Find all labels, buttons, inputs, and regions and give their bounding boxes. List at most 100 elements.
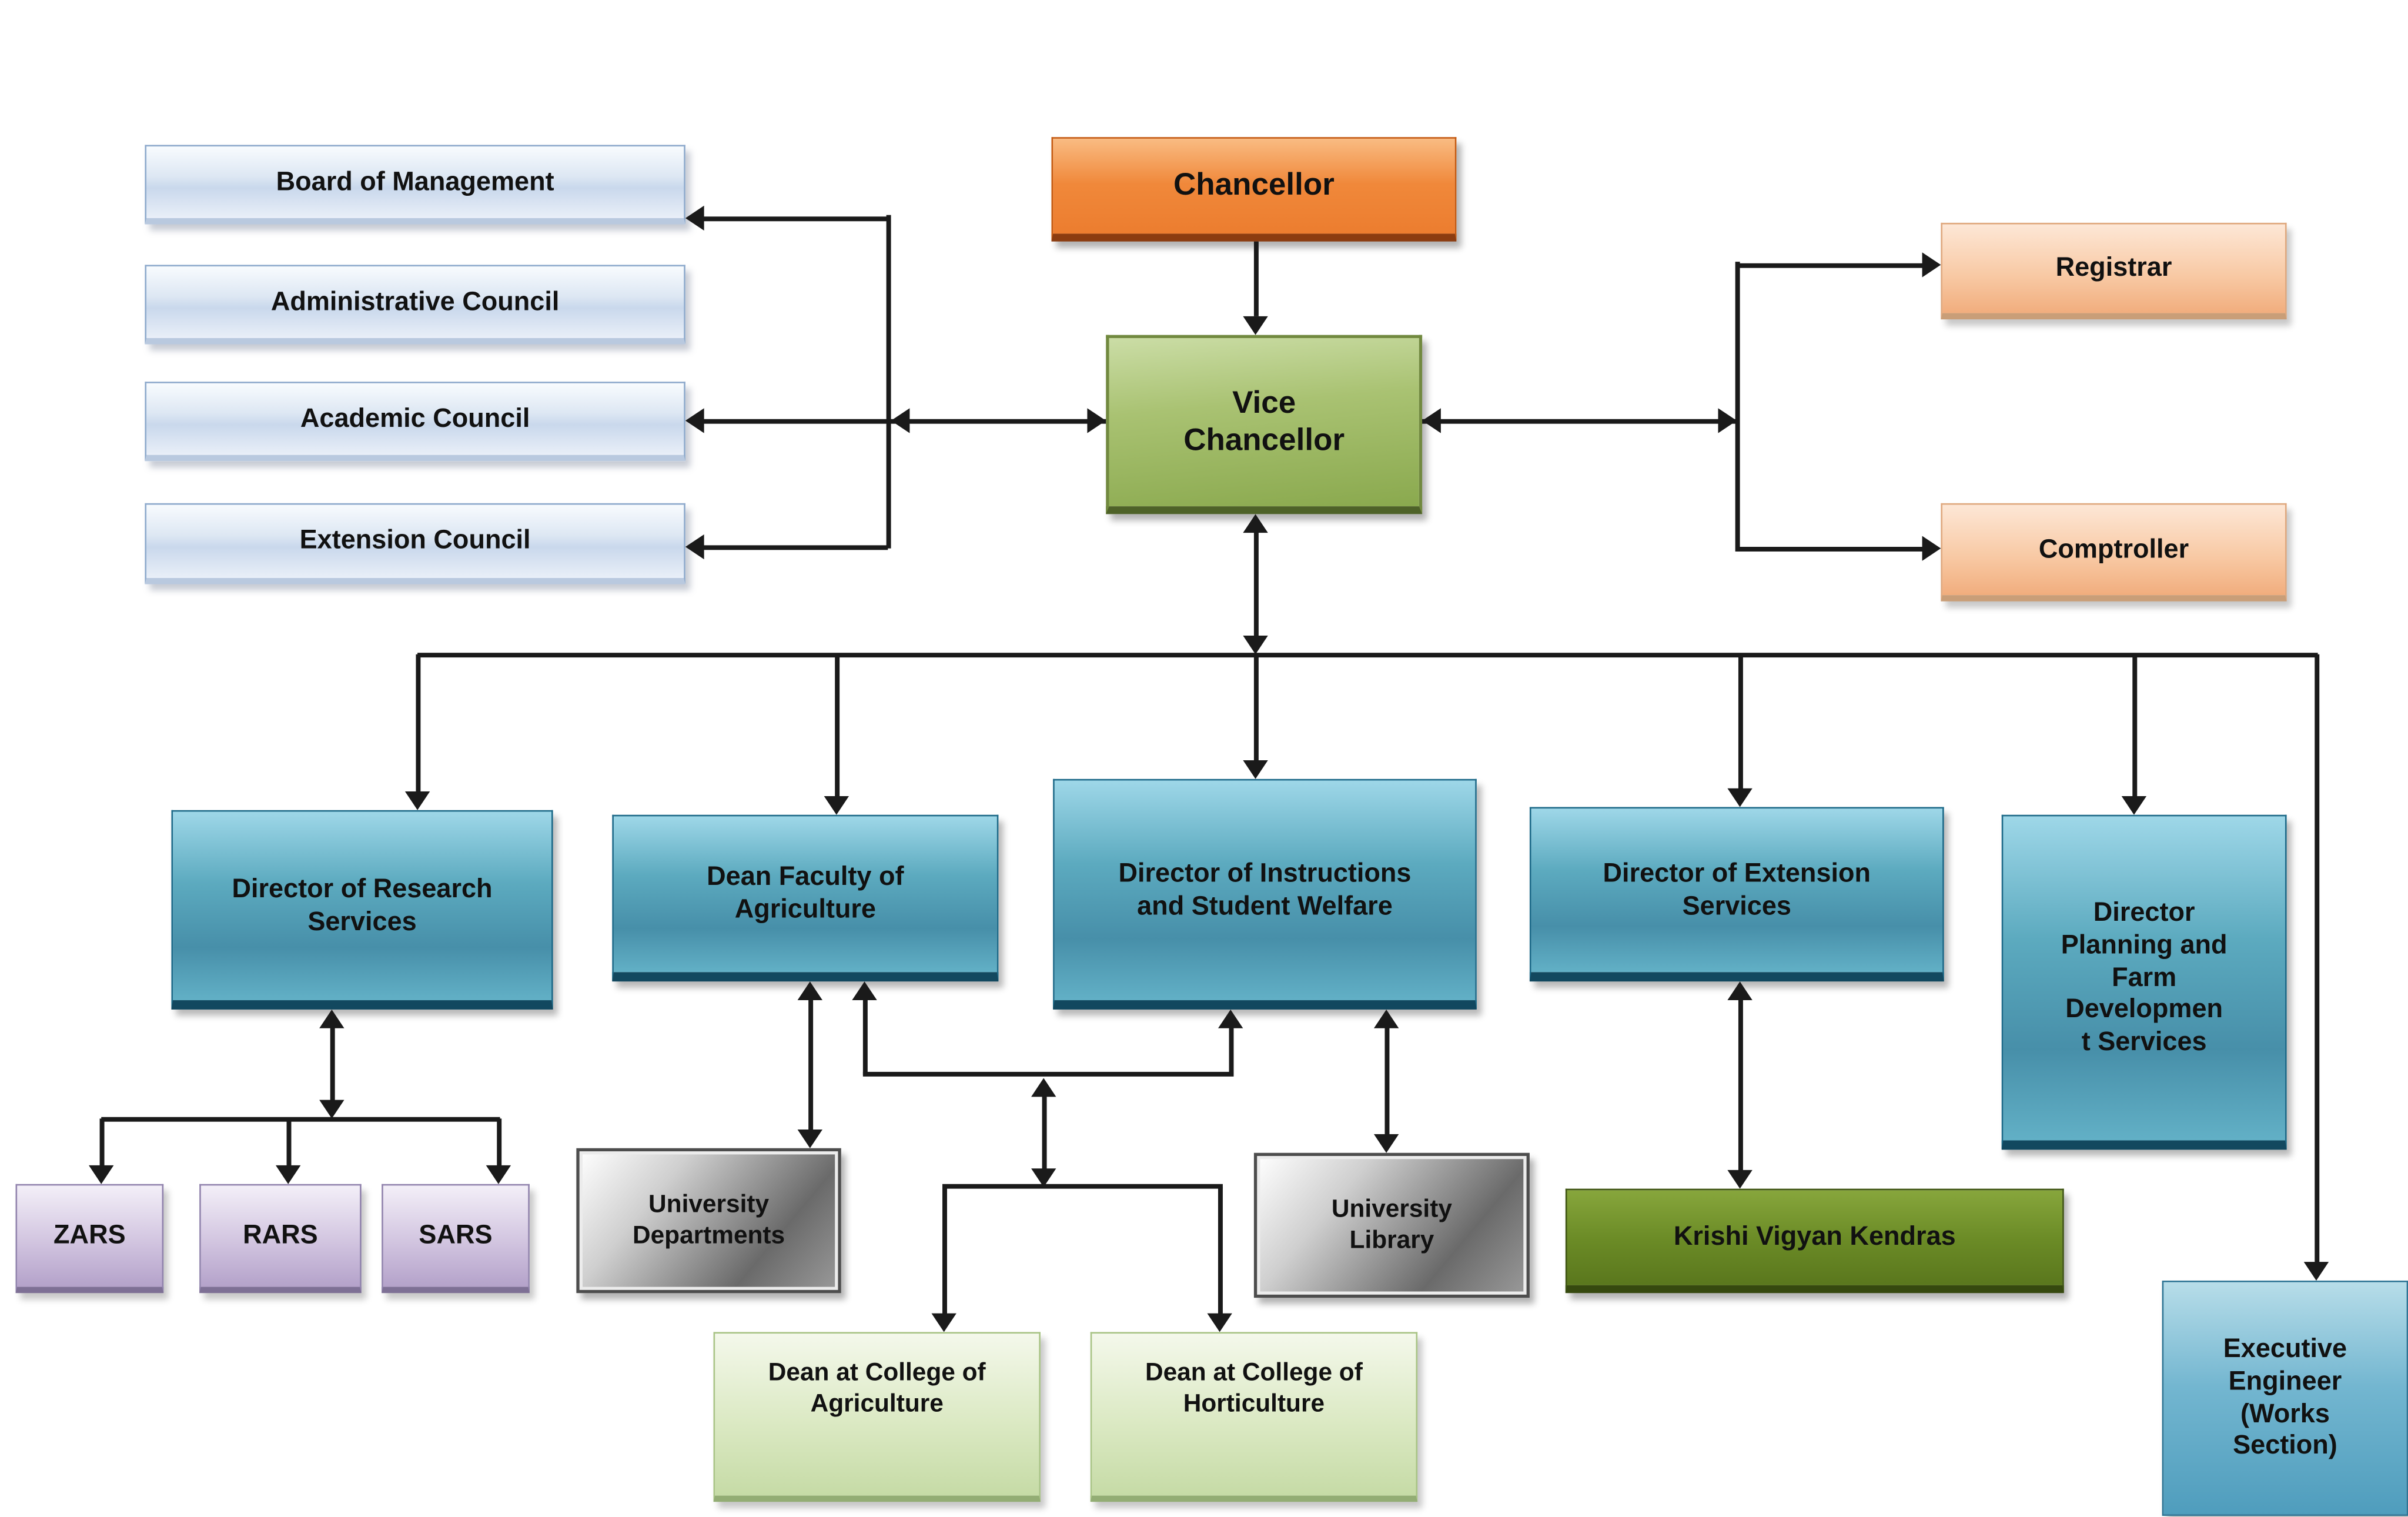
node-label: Dean at College of Agriculture [768, 1360, 986, 1417]
node-board-of-management: Board of Management [145, 145, 685, 225]
node-label: Board of Management [276, 166, 554, 196]
connector-line [942, 1187, 947, 1316]
arrowhead-down-icon [797, 1129, 822, 1148]
node-label: Vice Chancellor [1183, 386, 1345, 458]
node-dean-college-horticulture: Dean at College of Horticulture [1090, 1332, 1418, 1502]
connector-line [101, 1117, 500, 1122]
node-label: Chancellor [1173, 168, 1335, 203]
arrowhead-down-icon [275, 1165, 301, 1184]
connector-line [862, 1071, 1234, 1077]
node-director-instructions-student-welfare: Director of Instructions and Student Wel… [1053, 778, 1477, 1010]
node-label: Director of Extension Services [1603, 858, 1871, 920]
arrowhead-down-icon [1243, 316, 1268, 335]
connector-line [99, 1118, 105, 1169]
arrowhead-left-icon [685, 205, 704, 231]
connector-line [1253, 529, 1259, 639]
node-rars: RARS [199, 1184, 362, 1294]
arrowhead-up-icon [1243, 514, 1268, 533]
arrowhead-down-icon [824, 796, 850, 815]
connector-line [835, 654, 840, 800]
node-label: Director Planning and Farm Developmen t … [2061, 897, 2228, 1057]
arrowhead-up-icon [852, 981, 877, 1001]
node-label: Comptroller [2038, 533, 2189, 564]
connector-line [1422, 419, 1737, 424]
arrowhead-up-icon [1031, 1078, 1056, 1097]
node-label: University Library [1331, 1196, 1452, 1254]
arrowhead-down-icon [1207, 1313, 1232, 1332]
arrowhead-down-icon [404, 791, 430, 810]
arrowhead-left-icon [685, 408, 704, 433]
connector-line [701, 545, 888, 550]
node-director-planning-farm-development: Director Planning and Farm Developmen t … [2001, 814, 2287, 1150]
arrowhead-down-icon [2121, 796, 2147, 815]
node-director-extension-services: Director of Extension Services [1529, 807, 1944, 982]
connector-line [2132, 654, 2138, 800]
connector-line [1384, 1025, 1390, 1138]
arrowhead-down-icon [2303, 1262, 2329, 1281]
arrowhead-up-icon [1218, 1009, 1243, 1028]
connector-line [1737, 263, 1924, 268]
node-dean-college-agriculture: Dean at College of Agriculture [713, 1332, 1041, 1502]
node-label: Administrative Council [270, 286, 560, 316]
arrowhead-right-icon [1718, 408, 1737, 433]
node-extension-council: Extension Council [145, 503, 685, 584]
node-label: University Departments [632, 1191, 785, 1249]
node-label: RARS [243, 1219, 318, 1250]
node-comptroller: Comptroller [1941, 503, 2287, 602]
node-academic-council: Academic Council [145, 382, 685, 462]
connector-line [1735, 262, 1740, 552]
node-zars: ZARS [15, 1184, 164, 1294]
arrowhead-down-icon [89, 1165, 114, 1184]
node-university-library: University Library [1253, 1152, 1530, 1298]
connector-line [416, 654, 421, 795]
node-vice-chancellor: Vice Chancellor [1106, 335, 1423, 514]
connector-line [1253, 654, 1259, 764]
arrowhead-down-icon [1243, 636, 1268, 654]
connector-line [497, 1118, 502, 1169]
node-administrative-council: Administrative Council [145, 265, 685, 345]
node-label: Dean at College of Horticulture [1145, 1360, 1363, 1417]
node-label: Dean Faculty of Agriculture [707, 861, 904, 924]
node-label: Registrar [2055, 252, 2172, 282]
arrowhead-left-icon [1422, 408, 1441, 433]
connector-line [1042, 1094, 1047, 1172]
node-director-research-services: Director of Research Services [171, 810, 553, 1010]
node-label: Director of Instructions and Student Wel… [1118, 858, 1412, 920]
node-dean-faculty-agriculture: Dean Faculty of Agriculture [612, 814, 999, 982]
node-label: Krishi Vigyan Kendras [1673, 1221, 1956, 1251]
connector-line [886, 215, 891, 549]
node-label: Director of Research Services [232, 873, 493, 936]
arrowhead-right-icon [1087, 408, 1106, 433]
node-label: Extension Council [299, 525, 531, 555]
arrowhead-left-icon [891, 408, 910, 433]
connector-line [330, 1025, 335, 1103]
node-label: ZARS [53, 1219, 126, 1250]
arrowhead-up-icon [319, 1009, 345, 1028]
node-chancellor: Chancellor [1051, 137, 1457, 242]
arrowhead-right-icon [1922, 252, 1941, 278]
node-registrar: Registrar [1941, 222, 2287, 320]
node-label: SARS [419, 1219, 493, 1250]
arrowhead-down-icon [486, 1165, 511, 1184]
arrowhead-down-icon [319, 1100, 345, 1119]
connector-line [701, 216, 888, 222]
arrowhead-left-icon [685, 534, 704, 560]
connector-line [862, 997, 868, 1075]
arrowhead-up-icon [1727, 981, 1753, 1001]
arrowhead-right-icon [1922, 536, 1941, 561]
connector-line [1229, 1025, 1234, 1075]
connector-line [808, 997, 814, 1133]
arrowhead-up-icon [797, 981, 822, 1001]
node-krishi-vigyan-kendras: Krishi Vigyan Kendras [1565, 1188, 2064, 1294]
arrowhead-down-icon [1243, 760, 1268, 779]
connector-line [1738, 654, 1743, 791]
arrowhead-down-icon [1727, 788, 1753, 807]
node-label: Academic Council [300, 403, 530, 433]
node-executive-engineer-works-section: Executive Engineer (Works Section) [2162, 1280, 2408, 1516]
connector-line [2315, 654, 2320, 1265]
arrowhead-down-icon [1727, 1170, 1753, 1189]
arrowhead-up-icon [1373, 1009, 1399, 1028]
arrowhead-down-icon [931, 1313, 956, 1332]
connector-line [942, 1184, 1223, 1189]
